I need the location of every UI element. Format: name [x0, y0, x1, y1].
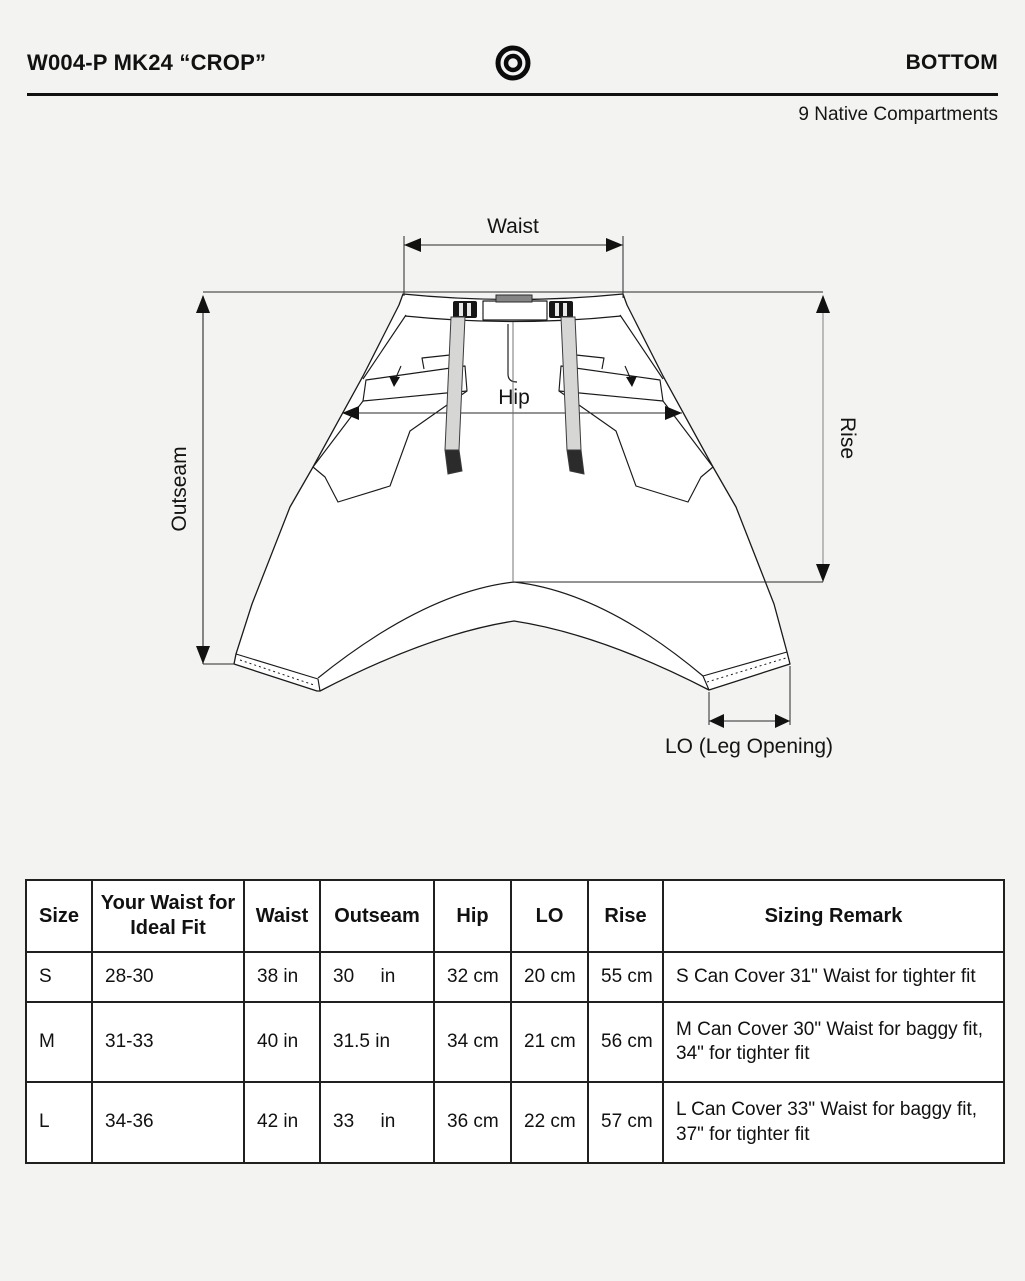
- pocket-arrowheads: [389, 376, 637, 387]
- col-waist: Waist: [243, 879, 321, 953]
- right-pocket-pouch: [558, 390, 714, 503]
- dimension-arrowheads: [196, 238, 830, 728]
- left-pocket-pouch: [312, 390, 468, 503]
- cell-your-waist: 31-33: [91, 1001, 245, 1083]
- col-outseam: Outseam: [319, 879, 435, 953]
- right-cuff-stitch-dotted: [706, 657, 787, 683]
- pants-outline: [233, 293, 791, 692]
- cell-outseam: 30 in: [319, 951, 435, 1003]
- cell-lo: 20 cm: [510, 951, 589, 1003]
- size-chart-table: Size Your Waist for Ideal Fit Waist Outs…: [25, 879, 1005, 1164]
- cell-waist: 40 in: [243, 1001, 321, 1083]
- fly-seam: [507, 324, 518, 383]
- webbing-straps: [444, 316, 585, 475]
- cell-outseam: 33 in: [319, 1081, 435, 1164]
- right-strap-tip: [566, 449, 585, 475]
- header-divider: [27, 93, 998, 96]
- right-cuff-inner-edge: [702, 675, 710, 691]
- right-yoke-seam: [619, 314, 664, 380]
- left-cuff-top-edge: [235, 653, 319, 680]
- left-cuff-stitch-dotted: [239, 659, 315, 686]
- cell-size: M: [25, 1001, 93, 1083]
- right-buckle: [549, 301, 573, 318]
- cell-size: L: [25, 1081, 93, 1164]
- cell-hip: 36 cm: [433, 1081, 512, 1164]
- cell-your-waist: 34-36: [91, 1081, 245, 1164]
- concentric-circles-icon: [495, 45, 530, 81]
- belt-hardware: [453, 294, 573, 318]
- left-yoke-seam: [362, 314, 407, 380]
- table-row: L 34-36 42 in 33 in 36 cm 22 cm 57 cm L …: [25, 1081, 1005, 1164]
- col-lo: LO: [510, 879, 589, 953]
- rise-label: Rise: [836, 417, 859, 459]
- cell-remark: M Can Cover 30" Waist for baggy fit, 34"…: [662, 1001, 1005, 1083]
- col-size: Size: [25, 879, 93, 953]
- table-row: M 31-33 40 in 31.5 in 34 cm 21 cm 56 cm …: [25, 1001, 1005, 1083]
- brand-logo: [490, 40, 536, 91]
- pants-technical-drawing: Waist Hip Outseam Rise LO (Leg Opening): [168, 215, 859, 758]
- cell-hip: 32 cm: [433, 951, 512, 1003]
- cell-rise: 55 cm: [587, 951, 664, 1003]
- category-label: BOTTOM: [905, 51, 998, 74]
- cell-waist: 38 in: [243, 951, 321, 1003]
- col-hip: Hip: [433, 879, 512, 953]
- cell-lo: 21 cm: [510, 1001, 589, 1083]
- left-buckle: [453, 301, 477, 318]
- cell-lo: 22 cm: [510, 1081, 589, 1164]
- outseam-label: Outseam: [168, 446, 191, 531]
- cell-outseam: 31.5 in: [319, 1001, 435, 1083]
- cell-remark: S Can Cover 31" Waist for tighter fit: [662, 951, 1005, 1003]
- page-header: W004-P MK24 “CROP” BOTTOM 9 Native Compa…: [0, 0, 1025, 126]
- cell-rise: 57 cm: [587, 1081, 664, 1164]
- cell-remark: L Can Cover 33" Waist for baggy fit, 37"…: [662, 1081, 1005, 1164]
- right-cuff-top-edge: [702, 651, 788, 677]
- left-cuff-inner-edge: [317, 678, 321, 692]
- compartments-note: 9 Native Compartments: [798, 104, 998, 125]
- left-strap-tip: [444, 449, 463, 475]
- leg-opening-label: LO (Leg Opening): [665, 735, 833, 758]
- cell-waist: 42 in: [243, 1081, 321, 1164]
- product-code: W004-P MK24 “CROP”: [27, 50, 267, 75]
- col-your-waist: Your Waist for Ideal Fit: [91, 879, 245, 953]
- cell-your-waist: 28-30: [91, 951, 245, 1003]
- hip-label: Hip: [498, 386, 530, 409]
- col-rise: Rise: [587, 879, 664, 953]
- cell-size: S: [25, 951, 93, 1003]
- measurement-diagram: Waist Hip Outseam Rise LO (Leg Opening): [0, 174, 1025, 849]
- waist-label: Waist: [487, 215, 539, 238]
- cell-hip: 34 cm: [433, 1001, 512, 1083]
- table-header-row: Size Your Waist for Ideal Fit Waist Outs…: [25, 879, 1005, 953]
- belt-tab: [495, 294, 533, 303]
- col-remark: Sizing Remark: [662, 879, 1005, 953]
- waistband-bottom-seam: [404, 315, 622, 323]
- cell-rise: 56 cm: [587, 1001, 664, 1083]
- table-row: S 28-30 38 in 30 in 32 cm 20 cm 55 cm S …: [25, 951, 1005, 1003]
